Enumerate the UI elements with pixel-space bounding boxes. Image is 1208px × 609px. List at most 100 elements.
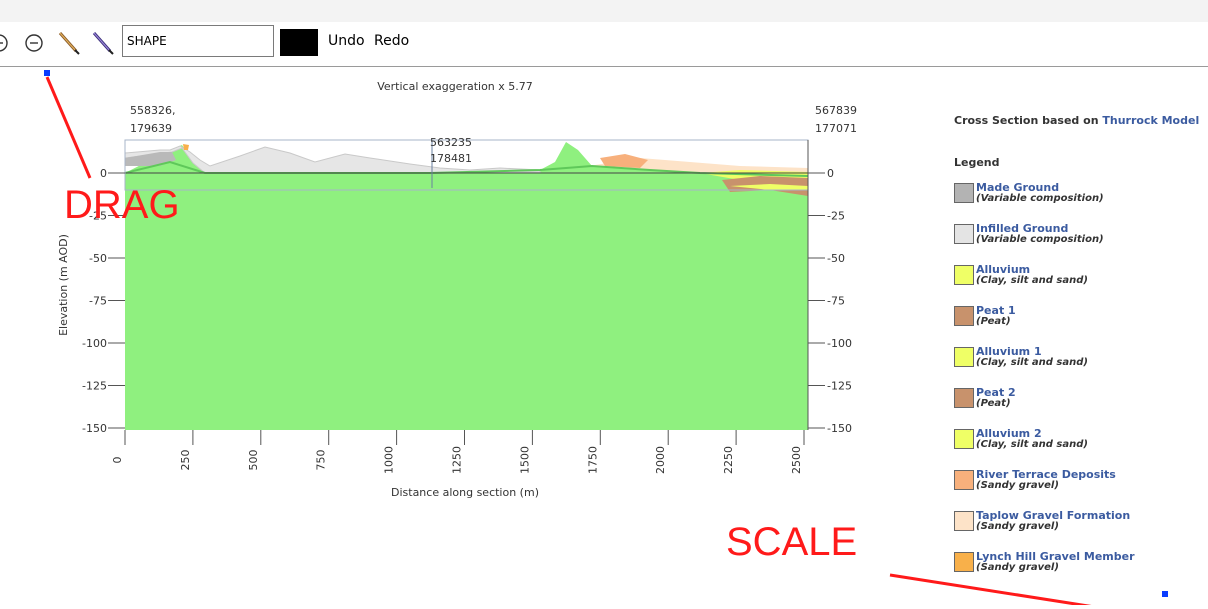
legend-swatch	[954, 265, 974, 285]
legend-title-text: Cross Section based on	[954, 114, 1099, 127]
y-tick-label-left: 0	[100, 167, 107, 180]
legend-item-description: (Clay, silt and sand)	[976, 275, 1088, 286]
legend-item-name[interactable]: Alluvium 1	[976, 345, 1042, 358]
lynch-hill-layer	[183, 144, 189, 150]
infilled-ground-layer	[124, 145, 541, 174]
scale-pointer-line	[889, 573, 1118, 609]
y-tick-label-left: -50	[89, 252, 107, 265]
legend-item-description: (Clay, silt and sand)	[976, 439, 1088, 450]
alluvium-1-layer	[730, 184, 808, 190]
y-tick-label-right: 0	[827, 167, 834, 180]
zoom-in-icon[interactable]	[0, 32, 10, 54]
legend-item: Alluvium 2(Clay, silt and sand)	[954, 424, 1208, 464]
y-tick-label-right: -150	[827, 422, 852, 435]
end-easting: 567839	[815, 104, 857, 117]
y-tick-label-right: -125	[827, 380, 852, 393]
legend-item: Taplow Gravel Formation(Sandy gravel)	[954, 506, 1208, 546]
legend-item-description: (Sandy gravel)	[976, 480, 1059, 491]
legend-swatch	[954, 429, 974, 449]
drag-pointer-line	[45, 76, 92, 179]
legend-item-description: (Peat)	[976, 316, 1011, 327]
end-northing: 177071	[815, 122, 857, 135]
legend-swatch	[954, 224, 974, 244]
legend-swatch	[954, 470, 974, 490]
x-tick-label: 0	[111, 457, 124, 464]
y-tick-label-left: -75	[89, 295, 107, 308]
x-tick-label: 750	[315, 450, 328, 471]
legend-item-description: (Sandy gravel)	[976, 562, 1059, 573]
legend-item: Alluvium 1(Clay, silt and sand)	[954, 342, 1208, 382]
cross-section-chart[interactable]: Vertical exaggeration x 5.77 558326, 179…	[0, 66, 1208, 609]
made-ground-layer	[125, 152, 176, 166]
legend-swatch	[954, 183, 974, 203]
y-tick-label-left: -150	[82, 422, 107, 435]
legend-item-name[interactable]: Alluvium 2	[976, 427, 1042, 440]
model-link[interactable]: Thurrock Model	[1102, 114, 1200, 127]
legend-item-name[interactable]: Peat 1	[976, 304, 1016, 317]
legend-title: Cross Section based on Thurrock Model	[954, 114, 1199, 127]
redo-button[interactable]: Redo	[374, 33, 410, 49]
y-tick-label-left: -25	[89, 210, 107, 223]
legend-item-description: (Variable composition)	[976, 234, 1104, 245]
legend-swatch	[954, 511, 974, 531]
y-axis-label: Elevation (m AOD)	[57, 234, 70, 336]
river-terrace-layer	[600, 154, 648, 168]
x-tick-label: 2250	[722, 446, 735, 474]
mid-easting: 563235	[430, 136, 472, 149]
legend-item-name[interactable]: Taplow Gravel Formation	[976, 509, 1131, 522]
scale-handle[interactable]	[1162, 591, 1168, 597]
legend-item-name[interactable]: Lynch Hill Gravel Member	[976, 550, 1135, 563]
color-picker-swatch[interactable]	[280, 29, 318, 56]
pen-icon[interactable]	[90, 29, 116, 55]
legend-swatch	[954, 306, 974, 326]
legend-item-name[interactable]: Made Ground	[976, 181, 1060, 194]
legend-item: Alluvium(Clay, silt and sand)	[954, 260, 1208, 300]
start-easting: 558326,	[130, 104, 176, 117]
cross-section-panel: Vertical exaggeration x 5.77 558326, 179…	[0, 66, 1208, 609]
legend-item: Lynch Hill Gravel Member(Sandy gravel)	[954, 547, 1208, 587]
drag-annotation: DRAG	[64, 183, 180, 227]
y-tick-label-right: -100	[827, 337, 852, 350]
x-tick-label: 1000	[383, 446, 396, 474]
x-tick-label: 1750	[586, 446, 599, 474]
y-tick-label-right: -50	[827, 252, 845, 265]
zoom-out-icon[interactable]	[23, 32, 45, 54]
legend-item-name[interactable]: Infilled Ground	[976, 222, 1069, 235]
undo-button[interactable]: Undo	[328, 33, 365, 49]
x-tick-label: 500	[247, 450, 260, 471]
legend-item: River Terrace Deposits(Sandy gravel)	[954, 465, 1208, 505]
x-tick-label: 2500	[790, 446, 803, 474]
legend-item: Peat 1(Peat)	[954, 301, 1208, 341]
y-tick-label-left: -100	[82, 337, 107, 350]
scale-annotation: SCALE	[726, 520, 858, 564]
legend-swatch	[954, 552, 974, 572]
x-axis-label: Distance along section (m)	[391, 486, 539, 499]
vertical-exaggeration-label: Vertical exaggeration x 5.77	[377, 80, 533, 93]
legend-swatch	[954, 388, 974, 408]
legend-item-description: (Clay, silt and sand)	[976, 357, 1088, 368]
legend-swatch	[954, 347, 974, 367]
legend-item-name[interactable]: Alluvium	[976, 263, 1031, 276]
pencil-icon[interactable]	[56, 29, 82, 55]
ground-surface-line	[124, 160, 809, 177]
x-tick-label: 2000	[654, 446, 667, 474]
legend-item: Peat 2(Peat)	[954, 383, 1208, 423]
mid-northing: 178481	[430, 152, 472, 165]
start-northing: 179639	[130, 122, 172, 135]
shape-input[interactable]	[122, 25, 274, 57]
legend-item: Made Ground(Variable composition)	[954, 178, 1208, 218]
legend-item-name[interactable]: Peat 2	[976, 386, 1016, 399]
legend-item-description: (Variable composition)	[976, 193, 1104, 204]
legend-item-name[interactable]: River Terrace Deposits	[976, 468, 1116, 481]
x-tick-label: 250	[179, 450, 192, 471]
legend-heading: Legend	[954, 156, 1000, 169]
top-strip	[0, 0, 1208, 23]
drag-handle[interactable]	[44, 70, 50, 76]
x-tick-label: 1250	[451, 446, 464, 474]
y-tick-label-right: -25	[827, 210, 845, 223]
legend-item-description: (Peat)	[976, 398, 1011, 409]
y-tick-label-right: -75	[827, 295, 845, 308]
legend-item-description: (Sandy gravel)	[976, 521, 1059, 532]
